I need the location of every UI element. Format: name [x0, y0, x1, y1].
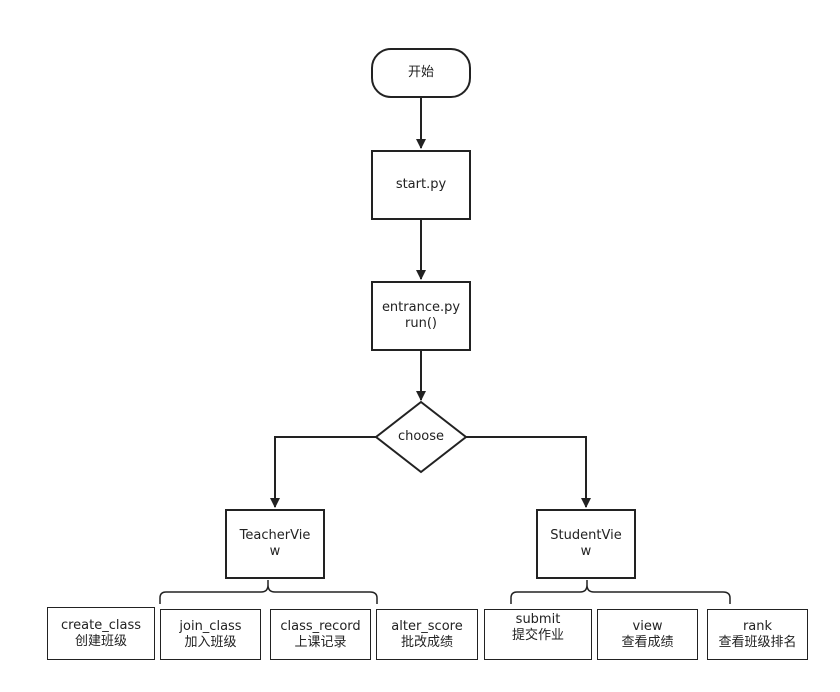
- teacher-view-line2: w: [269, 544, 281, 559]
- teacher-brace: [159, 580, 378, 604]
- student-view-line1: StudentVie: [550, 528, 622, 543]
- teacher-view-box: TeacherVie w: [225, 509, 325, 579]
- entrance-label-line2: run(): [405, 316, 437, 331]
- action-name: view: [632, 618, 663, 634]
- action-desc: 批改成绩: [400, 634, 453, 650]
- action-view: view 查看成绩: [597, 609, 698, 660]
- action-alter-score: alter_score 批改成绩: [376, 609, 478, 660]
- action-join-class: join_class 加入班级: [160, 609, 261, 660]
- choose-label: choose: [397, 429, 445, 444]
- start-label: 开始: [407, 65, 434, 80]
- action-desc: 提交作业: [511, 628, 564, 643]
- arrow-choose-to-student: [466, 436, 591, 508]
- action-name: class_record: [280, 618, 361, 634]
- choose-diamond: [374, 400, 468, 474]
- student-view-line2: w: [580, 544, 592, 559]
- start-terminator: 开始: [371, 48, 471, 98]
- action-name: join_class: [179, 618, 242, 634]
- action-class-record: class_record 上课记录: [270, 609, 371, 660]
- student-view-box: StudentVie w: [536, 509, 636, 579]
- start-py-box: start.py: [371, 150, 471, 220]
- start-py-label: start.py: [395, 177, 447, 192]
- arrow-choose-to-teacher: [270, 436, 376, 508]
- teacher-view-line1: TeacherVie: [239, 528, 311, 543]
- action-name: rank: [742, 618, 773, 634]
- action-name: create_class: [60, 617, 142, 633]
- action-rank: rank 查看班级排名: [707, 609, 808, 660]
- entrance-label-line1: entrance.py: [381, 300, 461, 315]
- action-desc: 加入班级: [184, 634, 237, 650]
- student-brace: [510, 580, 731, 604]
- action-name: submit: [515, 612, 561, 627]
- action-name: alter_score: [391, 618, 463, 634]
- action-desc: 创建班级: [74, 633, 127, 649]
- action-desc: 查看班级排名: [718, 634, 797, 650]
- action-desc: 查看成绩: [621, 634, 674, 650]
- action-desc: 上课记录: [294, 634, 347, 650]
- entrance-box: entrance.py run(): [371, 281, 471, 351]
- action-submit: submit 提交作业: [484, 609, 592, 660]
- action-create-class: create_class 创建班级: [47, 607, 155, 660]
